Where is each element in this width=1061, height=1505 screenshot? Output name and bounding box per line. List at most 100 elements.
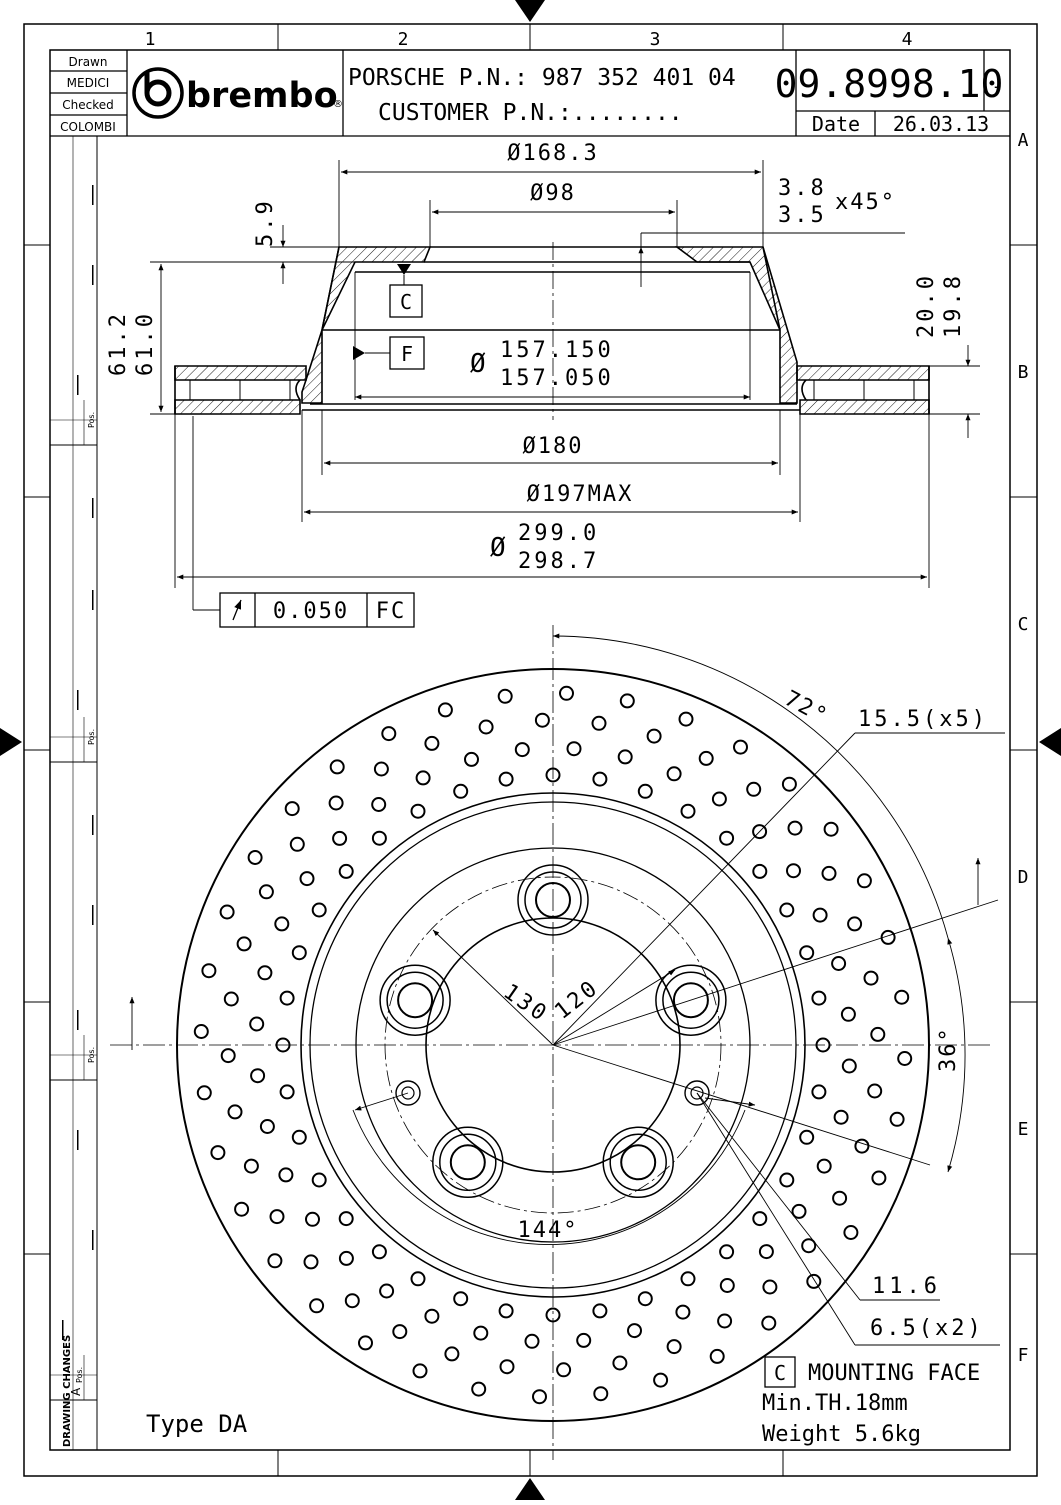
cross-drill-hole <box>499 1359 515 1375</box>
dim-61-0: 61.0 <box>133 311 158 376</box>
cross-drill-hole <box>576 1332 592 1348</box>
bolt-hole-spotface <box>517 864 589 936</box>
cross-drill-hole <box>236 936 252 952</box>
cross-drill-hole <box>289 836 305 852</box>
cross-drill-hole <box>880 929 896 945</box>
cross-drill-hole <box>801 1238 817 1254</box>
cross-drill-hole <box>392 1324 408 1340</box>
checked-label: Checked <box>62 98 114 112</box>
cross-drill-hole <box>856 873 872 889</box>
pos-label-4: Pos. <box>75 1367 84 1383</box>
cross-drill-hole <box>781 776 797 792</box>
cross-drill-hole <box>328 795 344 811</box>
bolt-hole-spotface <box>524 871 582 929</box>
cross-drill-hole <box>832 1190 848 1206</box>
drawn-by: MEDICI <box>67 76 110 90</box>
cross-drill-hole <box>338 863 354 879</box>
min-thickness-note: Min.TH.18mm <box>762 1391 908 1416</box>
cross-drill-hole <box>243 1158 259 1174</box>
cross-drill-hole <box>514 742 530 758</box>
grid-col-1: 1 <box>145 29 156 50</box>
cross-drill-hole <box>344 1293 360 1309</box>
cross-drill-hole <box>311 1172 327 1188</box>
sheet-frame <box>23 23 1038 1477</box>
cross-drill-hole <box>637 1291 653 1307</box>
cross-drill-hole <box>371 797 387 812</box>
cross-drill-hole <box>249 1016 265 1032</box>
cross-drill-hole <box>698 750 714 766</box>
section-dimension-texts: Ø168.3 Ø98 3.8 3.5 x45° 5.9 61.2 61.0 20… <box>106 141 966 574</box>
cross-drill-hole <box>799 945 815 961</box>
cross-drill-hole <box>617 749 633 765</box>
dim-61-2: 61.2 <box>106 311 131 376</box>
cross-drill-hole <box>250 1068 266 1084</box>
grid-column-labels: 1 2 3 4 <box>145 29 913 50</box>
grid-row-labels: A B C D E F <box>1018 130 1029 1366</box>
bolt-hole-spotface <box>609 1133 667 1192</box>
cross-drill-hole <box>196 1085 212 1101</box>
cross-drill-hole <box>247 850 263 865</box>
dim-angle-36: 36° <box>936 1026 961 1072</box>
dim-20-0: 20.0 <box>914 273 939 338</box>
dim-157-lower: 157.050 <box>500 366 614 391</box>
cross-drill-hole <box>889 1111 905 1127</box>
cross-drill-hole <box>841 1058 857 1074</box>
cross-drill-hole <box>871 1170 887 1186</box>
bolt-hole-spotface <box>439 1133 497 1192</box>
mounting-ref-label: C <box>774 1361 786 1385</box>
bolt-hole-spotface <box>386 971 444 1029</box>
cross-drill-holes <box>193 685 913 1405</box>
drawing-number: 09.8998.10 <box>775 62 1004 106</box>
pin-hole-left <box>395 1080 421 1106</box>
dim-197-max: Ø197MAX <box>527 482 634 507</box>
cross-drill-hole <box>752 863 768 879</box>
revision-mark: - <box>992 76 1003 97</box>
dim-angle-144: 144° <box>518 1218 579 1243</box>
cross-drill-hole <box>284 801 300 817</box>
cross-drill-hole <box>619 693 635 709</box>
bolt-hole <box>397 982 434 1019</box>
dim-299-upper: 299.0 <box>518 521 599 546</box>
cross-drill-hole <box>733 739 748 755</box>
cross-drill-hole <box>719 830 735 846</box>
section-hat-left <box>301 246 432 404</box>
cross-drill-hole <box>234 1201 250 1217</box>
bolt-hole <box>449 1144 486 1181</box>
title-block <box>50 50 1010 137</box>
dim-chamfer-2: 3.5 <box>778 203 827 228</box>
datum-c: C <box>389 264 423 318</box>
cross-drill-hole <box>305 1211 320 1227</box>
grid-row-f: F <box>1018 1345 1029 1366</box>
cross-drill-hole <box>666 766 682 782</box>
date-value: 26.03.13 <box>893 112 989 136</box>
cross-drill-hole <box>653 1372 669 1388</box>
cross-drill-hole <box>761 1315 777 1331</box>
cross-drill-hole <box>259 1119 275 1134</box>
cross-drill-hole <box>279 1084 295 1100</box>
grid-row-c: C <box>1018 614 1029 635</box>
tolerance-value: 0.050 <box>273 599 349 624</box>
cross-drill-hole <box>338 1211 354 1227</box>
cross-drill-hole <box>274 916 290 932</box>
cross-drill-hole <box>269 1209 285 1225</box>
cross-drill-hole <box>412 1363 428 1379</box>
cross-drill-hole <box>220 1048 236 1064</box>
section-dimension-lines <box>150 160 980 611</box>
pos-label-3: Pos. <box>87 1047 96 1063</box>
drawn-label: Drawn <box>69 55 108 69</box>
cross-drill-hole <box>637 783 653 799</box>
dim-pcd-130: 130 <box>499 979 553 1027</box>
dim-pcd-120: 120 <box>550 975 604 1025</box>
cross-drill-hole <box>591 715 607 731</box>
cross-drill-hole <box>424 1308 440 1324</box>
cross-drill-hole <box>711 791 727 807</box>
cross-drill-hole <box>870 1026 886 1042</box>
bolt-hole-spotface <box>662 971 720 1029</box>
cross-drill-hole <box>210 1145 226 1161</box>
cross-drill-hole <box>799 1129 815 1145</box>
dim-19-8: 19.8 <box>941 273 966 338</box>
dim-168: Ø168.3 <box>507 141 598 166</box>
grid-row-b: B <box>1018 362 1029 383</box>
cross-drill-hole <box>453 783 469 799</box>
cross-drill-hole <box>627 1323 642 1339</box>
